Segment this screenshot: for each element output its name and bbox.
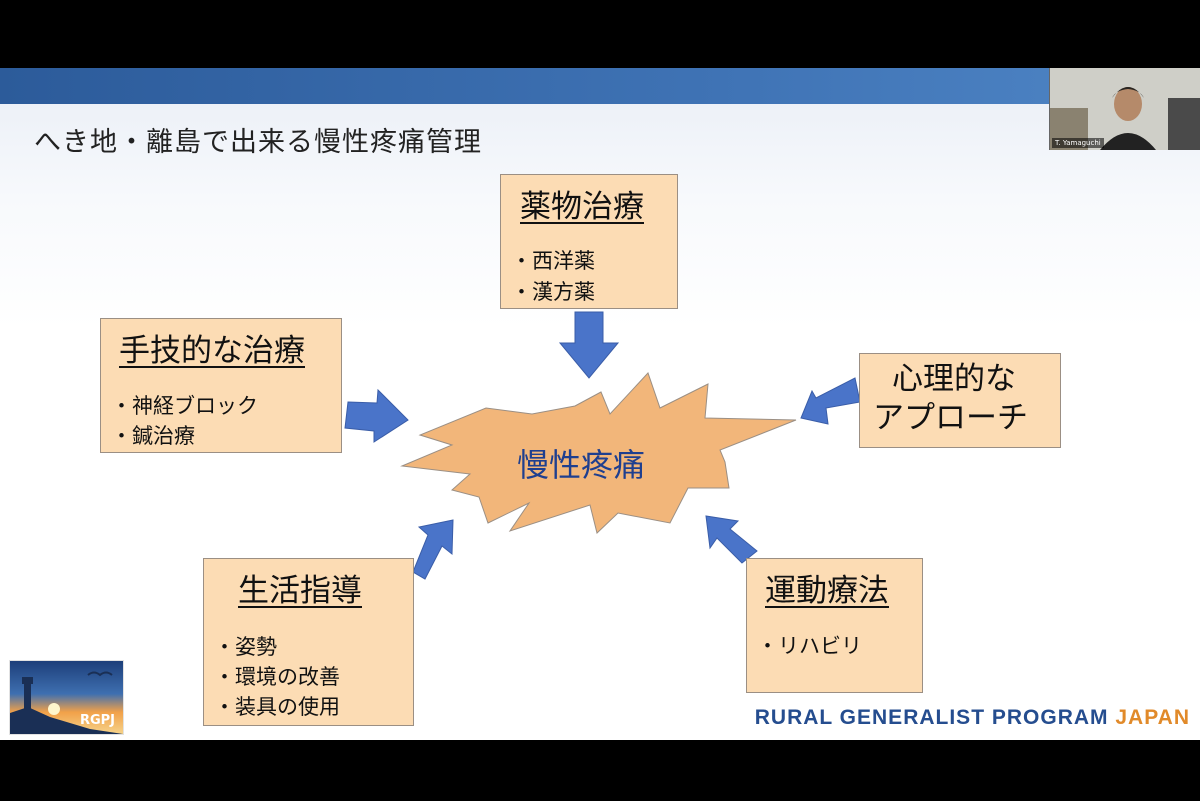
diagram-canvas	[344, 311, 861, 580]
program-brand-text: RURAL GENERALIST PROGRAM JAPAN	[755, 706, 1190, 730]
drug-therapy-box: 薬物治療 ・西洋薬 ・漢方薬	[500, 174, 678, 309]
lifestyle-guidance-box: 生活指導 ・姿勢 ・環境の改善 ・装具の使用	[203, 558, 414, 726]
lifestyle-guidance-item: ・姿勢	[214, 635, 277, 659]
logo-text: RGPJ	[79, 713, 115, 728]
arrow-from-manual-therapy	[344, 388, 409, 443]
arrow-from-psych-approach	[800, 377, 861, 425]
chronic-pain-burst-shape	[400, 372, 797, 534]
drug-therapy-item: ・西洋薬	[511, 249, 595, 273]
lifestyle-guidance-heading: 生活指導	[238, 573, 362, 609]
arrow-from-lifestyle-guidance	[412, 519, 454, 580]
manual-therapy-box: 手技的な治療 ・神経ブロック ・鍼治療	[100, 318, 342, 453]
slide-title: へき地・離島で出来る慢性疼痛管理	[34, 127, 482, 158]
psych-approach-line: アプローチ	[873, 400, 1028, 436]
lifestyle-guidance-item: ・環境の改善	[214, 665, 340, 689]
exercise-therapy-item: ・リハビリ	[757, 634, 862, 658]
chronic-pain-label: 慢性疼痛	[517, 446, 646, 484]
participant-video-tile[interactable]: T. Yamaguchi	[1049, 68, 1200, 150]
manual-therapy-item: ・神経ブロック	[111, 394, 258, 418]
lifestyle-guidance-item: ・装具の使用	[214, 695, 340, 719]
arrow-from-exercise-therapy	[705, 515, 758, 564]
exercise-therapy-heading: 運動療法	[765, 573, 889, 609]
exercise-therapy-box: 運動療法 ・リハビリ	[746, 558, 923, 693]
rgpj-logo: RGPJ	[9, 660, 124, 735]
manual-therapy-heading: 手技的な治療	[119, 333, 305, 369]
presentation-slide: へき地・離島で出来る慢性疼痛管理 慢性疼痛 薬物治療 ・西洋薬 ・漢方薬 手技的…	[0, 68, 1200, 740]
arrow-from-drug-therapy	[558, 311, 620, 379]
drug-therapy-item: ・漢方薬	[511, 280, 595, 304]
psych-approach-line: 心理的な	[892, 361, 1016, 397]
lighthouse-icon	[10, 671, 123, 734]
psychological-approach-box: 心理的な アプローチ	[859, 353, 1061, 448]
brand-main: RURAL GENERALIST PROGRAM	[754, 706, 1109, 729]
participant-name: T. Yamaguchi	[1052, 138, 1104, 148]
participant-video-feed	[1050, 68, 1200, 150]
manual-therapy-item: ・鍼治療	[111, 424, 195, 448]
brand-accent: JAPAN	[1115, 706, 1190, 729]
drug-therapy-heading: 薬物治療	[520, 189, 644, 225]
slide-header-bar	[0, 68, 1200, 104]
